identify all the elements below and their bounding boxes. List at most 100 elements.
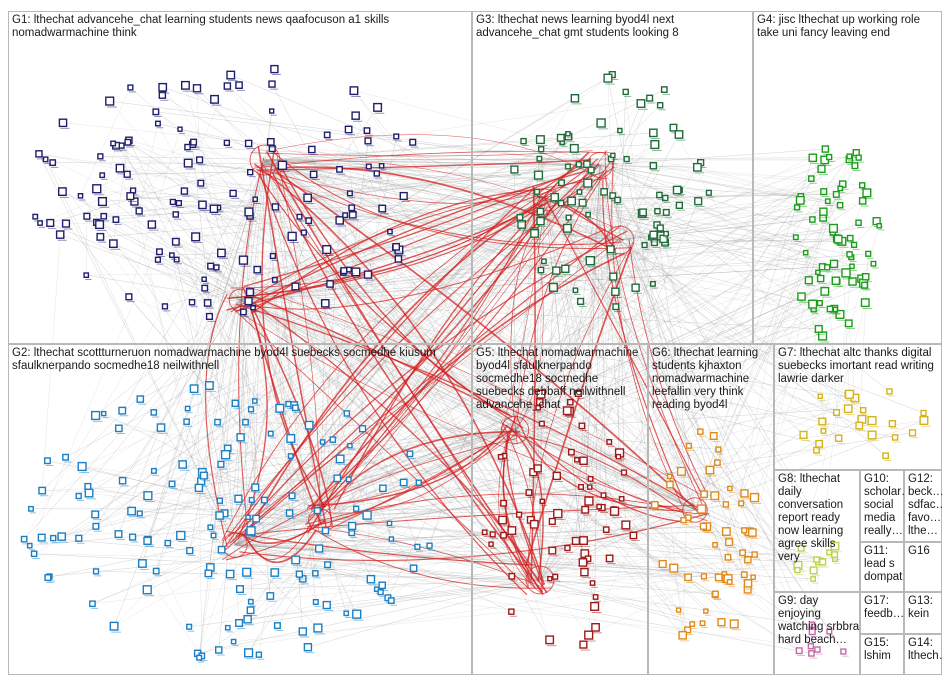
node-g7 [908,429,917,437]
edge-red [516,169,608,423]
edge-gray [264,159,397,248]
edge-gray [829,308,839,439]
node-g5 [500,531,507,539]
node-g1 [287,231,297,241]
edge-gray [47,519,321,578]
node-g3 [577,297,585,306]
node-g4 [824,198,831,205]
edge-gray [599,164,862,279]
node-g1 [171,237,180,246]
edge-gray [114,453,410,627]
node-g2 [168,480,176,488]
edge-gray [197,303,326,654]
node-g1 [152,108,160,116]
node-g2 [156,423,166,432]
edge-gray [275,206,321,521]
edge-red [528,435,686,523]
edge-red [505,424,544,583]
edge-gray [114,136,569,627]
node-g3 [610,152,616,159]
node-g1 [238,255,249,265]
edge-gray [239,299,610,443]
node-g1 [49,159,57,166]
node-g1 [154,120,161,127]
node-g2 [220,450,231,460]
edge-gray [88,199,546,494]
edge-red [509,206,544,441]
edge-gray [694,188,841,511]
edge-gray [239,299,572,453]
node-g9 [808,650,815,657]
edge-gray [396,98,650,137]
node-g2 [291,555,301,565]
edge-gray [718,449,798,571]
node-g2 [234,494,243,503]
edge-gray [95,407,296,527]
edge-gray [599,164,828,202]
node-g4 [808,299,818,309]
node-g5 [581,505,590,514]
node-g3 [533,170,544,180]
edge-gray [344,215,351,446]
node-g2 [225,569,235,579]
node-g5 [589,580,596,586]
edge-gray [348,456,501,480]
edge-gray [199,269,258,658]
node-g1 [210,94,220,104]
edge-gray [264,159,831,310]
edge-gray [623,263,874,473]
node-g2 [298,627,307,636]
edge-gray [599,164,835,555]
node-g3 [600,187,609,196]
node-g1 [58,118,68,128]
node-g2 [243,615,252,624]
edge-gray [128,296,321,521]
edge-gray [841,241,850,395]
node-g5 [587,476,594,482]
node-g1 [190,138,198,146]
node-g6 [748,528,757,537]
node-g3 [649,161,658,170]
group-box-g5: G5: lthechat nomadwarmachine byod4l sfau… [472,344,648,675]
edge-gray [697,167,828,202]
node-g3 [538,146,545,153]
node-g3 [674,130,684,139]
edge-gray [619,239,886,456]
group-box-g12: G12: beck… sdfac… favo… lthe… [904,470,942,542]
group-box-g2: G2: lthechat scottturneruon nomadwarmach… [8,344,472,675]
edge-gray [619,239,690,446]
node-g1 [183,158,193,168]
node-g4 [809,216,816,223]
node-g2 [366,574,376,584]
node-g6 [712,542,718,548]
edge-gray [514,429,582,488]
node-g4 [846,234,854,242]
node-g5 [567,398,574,406]
node-g1 [184,143,191,151]
node-g2 [30,550,38,558]
node-g2 [251,398,258,404]
node-g1 [110,140,117,147]
node-g3 [536,155,543,162]
edge-red [500,420,543,591]
group-label-g4: G4: jisc lthechat up working role take u… [757,14,924,39]
node-g7 [882,452,890,460]
node-g1 [168,252,175,259]
node-g2 [388,536,395,542]
node-g1 [335,216,345,225]
node-g1 [180,187,189,195]
node-g1 [108,239,118,249]
node-g1 [303,193,313,203]
node-g1 [97,153,104,160]
edge-red [310,162,595,511]
node-g1 [393,133,400,140]
edge-red [510,434,684,513]
node-g1 [399,191,408,201]
edge-gray [642,212,828,268]
node-g2 [246,526,256,536]
edge-gray [138,123,159,212]
node-g1 [154,256,162,263]
edge-gray [514,178,812,431]
group-label-g11: G11: lead s dompat… [864,545,904,583]
